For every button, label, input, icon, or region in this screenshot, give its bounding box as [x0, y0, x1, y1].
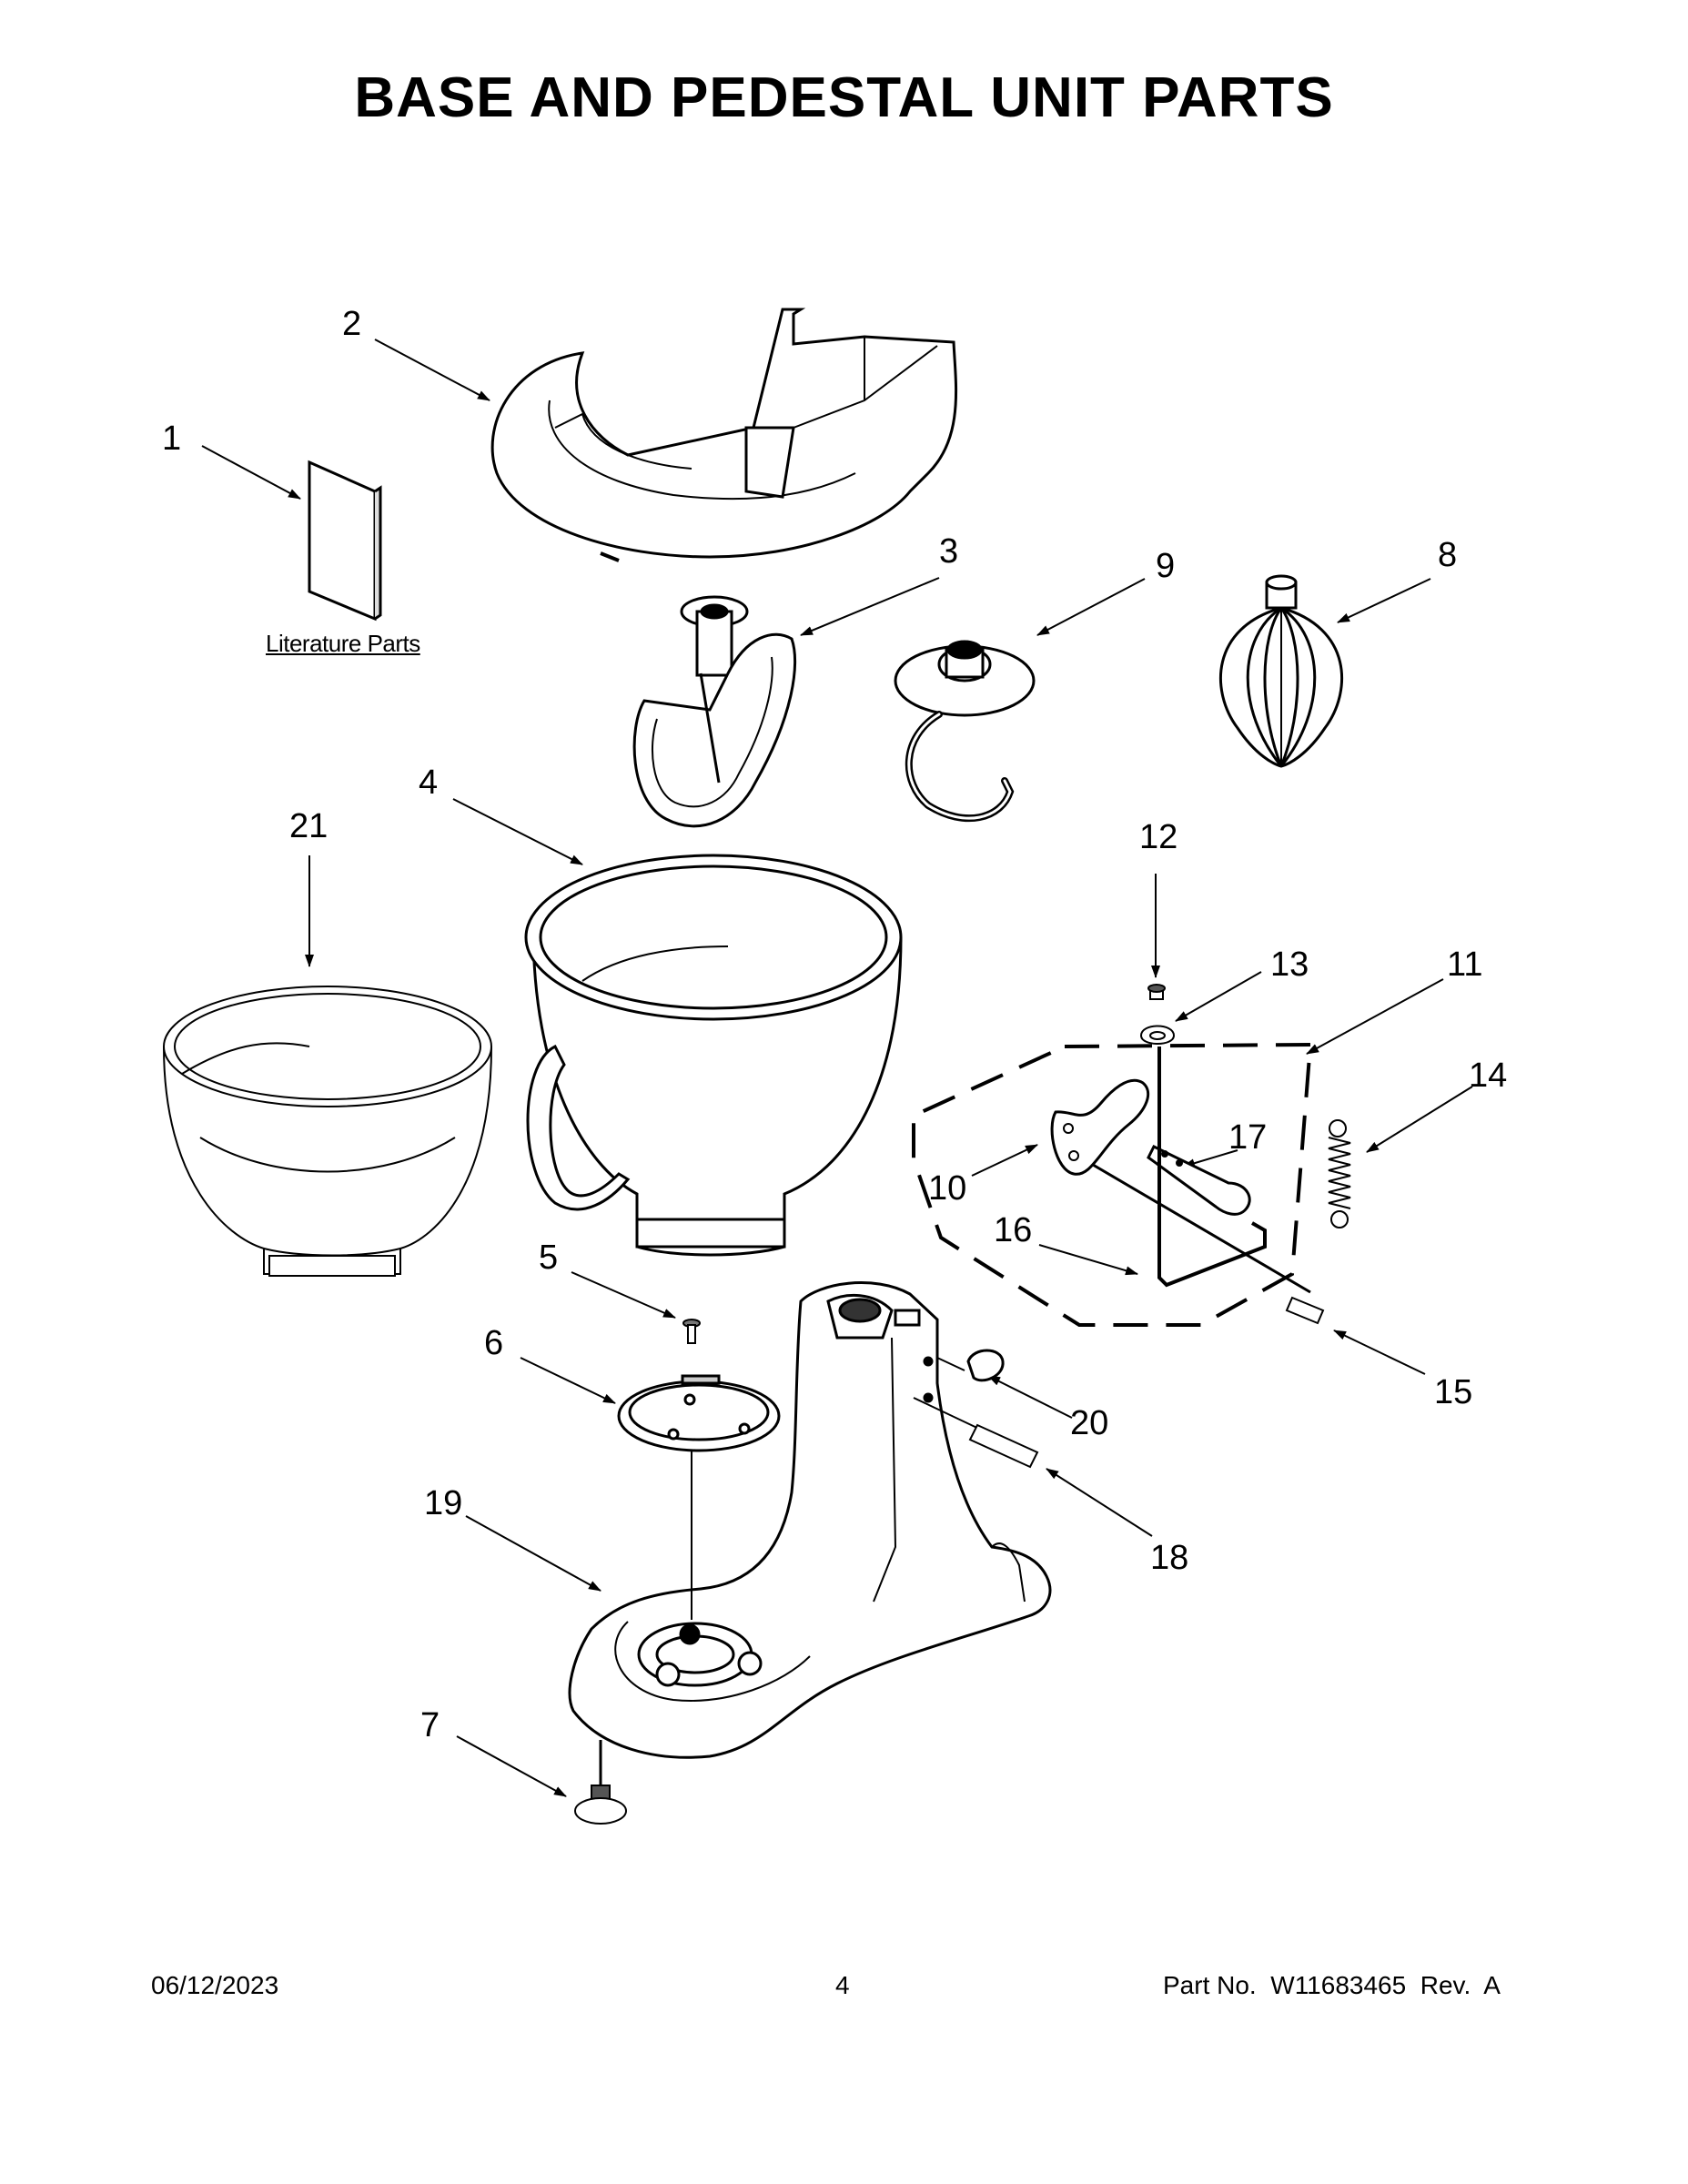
screw-part-5 — [683, 1320, 700, 1343]
callout-11: 11 — [1447, 945, 1483, 984]
leader-1 — [202, 446, 301, 499]
leader-9 — [1036, 579, 1145, 635]
callout-6: 6 — [484, 1324, 504, 1362]
leader-19 — [466, 1516, 601, 1591]
leader-16 — [1039, 1245, 1138, 1276]
callout-15: 15 — [1434, 1373, 1473, 1411]
leader-15 — [1333, 1330, 1425, 1374]
callout-9: 9 — [1156, 547, 1176, 585]
callout-7: 7 — [420, 1706, 440, 1744]
footer-part-number: Part No. W11683465 Rev. A — [1163, 1971, 1501, 1999]
callout-17: 17 — [1228, 1118, 1268, 1157]
footer-date: 06/12/2023 — [151, 1971, 279, 1999]
page-title: BASE AND PEDESTAL UNIT PARTS — [354, 66, 1334, 129]
leader-2 — [375, 339, 490, 400]
footer-page-number: 4 — [835, 1971, 850, 1999]
pedestal-base-part-19 — [570, 1283, 1050, 1758]
planetary-plate-part-6 — [619, 1376, 779, 1451]
leader-6 — [521, 1358, 616, 1403]
callout-16: 16 — [994, 1211, 1033, 1249]
callout-14: 14 — [1469, 1057, 1508, 1095]
leader-11 — [1306, 979, 1443, 1054]
callout-12: 12 — [1139, 818, 1178, 856]
callout-13: 13 — [1270, 945, 1309, 984]
foot-part-7 — [575, 1740, 626, 1824]
leader-20 — [987, 1376, 1072, 1418]
callout-3: 3 — [939, 532, 959, 571]
flat-beater-part-3 — [634, 597, 794, 826]
pin-part-18 — [914, 1398, 1037, 1467]
callout-2: 2 — [342, 305, 362, 343]
wire-whip-part-8 — [1220, 576, 1341, 766]
spring-part-14 — [1329, 1120, 1350, 1228]
callout-18: 18 — [1150, 1539, 1189, 1577]
bowl-part-21 — [164, 986, 491, 1276]
leader-3 — [800, 578, 939, 635]
callout-1: 1 — [162, 420, 182, 458]
leader-14 — [1366, 1087, 1472, 1152]
callout-10: 10 — [928, 1169, 967, 1208]
leader-10 — [972, 1145, 1038, 1176]
callout-5: 5 — [539, 1239, 559, 1277]
callout-21: 21 — [289, 807, 329, 845]
dough-hook-part-9 — [895, 642, 1034, 818]
hinge-assembly-group-11 — [914, 1045, 1310, 1325]
leader-8 — [1337, 579, 1430, 622]
hinge-pin-part-15 — [1287, 1298, 1323, 1323]
leader-7 — [457, 1736, 567, 1796]
literature-parts-label[interactable]: Literature Parts — [266, 630, 420, 657]
callout-19: 19 — [424, 1484, 463, 1522]
callout-4: 4 — [419, 763, 439, 802]
leader-13 — [1175, 972, 1261, 1021]
callout-8: 8 — [1438, 536, 1458, 574]
screw-part-12 — [1148, 985, 1165, 999]
leader-5 — [571, 1272, 676, 1318]
leader-18 — [1046, 1469, 1152, 1536]
pouring-shield-part-2 — [492, 309, 955, 561]
mixing-bowl-part-4 — [526, 855, 901, 1255]
literature-booklet-part-1 — [309, 462, 380, 619]
leader-lines — [202, 339, 1472, 1796]
washer-part-13 — [1141, 1026, 1174, 1045]
callout-20: 20 — [1070, 1404, 1109, 1442]
leader-4 — [453, 799, 583, 864]
clip-part-20 — [937, 1350, 1003, 1380]
